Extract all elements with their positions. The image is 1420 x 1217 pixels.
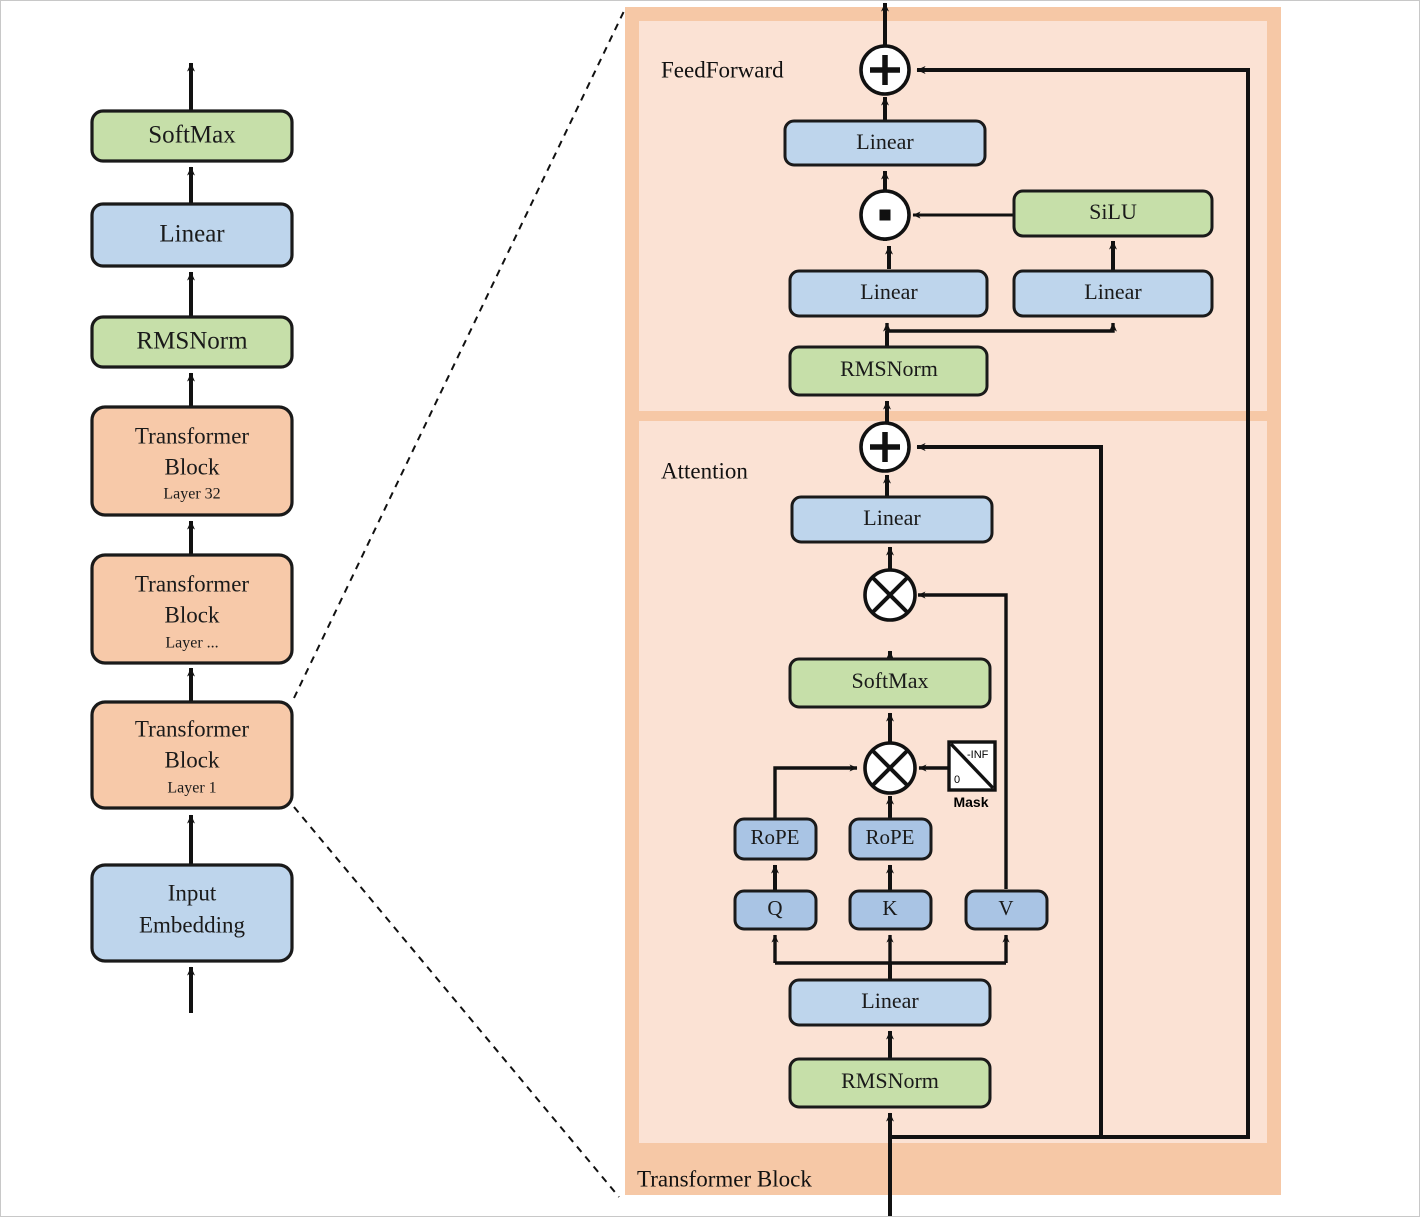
ff-linear-up[interactable]: Linear <box>788 269 989 318</box>
stack-item-linear-label: Linear <box>159 221 225 248</box>
stack-item-block-32-sublabel: Layer 32 <box>163 486 220 503</box>
feedforward-title: FeedForward <box>661 57 784 82</box>
stack-item-linear[interactable]: Linear <box>90 202 294 268</box>
attention-title: Attention <box>661 458 748 483</box>
stack-item-softmax-label: SoftMax <box>148 122 236 149</box>
feedforward-add-node <box>859 44 911 96</box>
attn-linear-qkv-label: Linear <box>861 988 919 1013</box>
attn-softmax-label: SoftMax <box>852 668 929 693</box>
attn-linear-out[interactable]: Linear <box>790 495 994 544</box>
ff-linear-out-label: Linear <box>856 129 914 154</box>
attn-k[interactable]: K <box>848 889 933 931</box>
ff-linear-gate-label: Linear <box>1084 279 1142 304</box>
stack-item-input-label: Input <box>168 880 217 905</box>
mask-upper-value: -INF <box>967 749 989 761</box>
attn-q-label: Q <box>767 896 782 920</box>
stack-item-block-1[interactable]: Transformer Block Layer 1 <box>90 700 294 810</box>
stack-item-block-mid-title: Transformer <box>135 571 249 596</box>
attn-v[interactable]: V <box>964 889 1049 931</box>
attention-matmul-qk-node <box>863 741 917 795</box>
transformer-block-container-label: Transformer Block <box>637 1166 812 1191</box>
attn-rmsnorm-label: RMSNorm <box>841 1068 939 1093</box>
stack-item-block-1-sublabel: Layer 1 <box>167 780 216 797</box>
attn-rope-k[interactable]: RoPE <box>848 817 933 861</box>
attention-add-node <box>859 421 911 473</box>
stack-item-embedding-label: Embedding <box>139 912 246 937</box>
zoom-connector-top <box>293 8 626 699</box>
attn-k-label: K <box>882 896 897 920</box>
stack-item-block-1-title: Transformer <box>135 716 249 741</box>
attention-section: Attention Linear <box>661 66 1250 1216</box>
wire-ropeq-to-qk <box>773 764 858 821</box>
mask-icon: -INF 0 Mask <box>947 740 997 810</box>
attn-linear-out-label: Linear <box>863 505 921 530</box>
attn-rmsnorm[interactable]: RMSNorm <box>788 1057 992 1109</box>
stack-item-rmsnorm-label: RMSNorm <box>136 328 248 355</box>
ff-linear-gate[interactable]: Linear <box>1012 269 1214 318</box>
attn-softmax[interactable]: SoftMax <box>788 657 992 709</box>
stack-item-block-32-title2: Block <box>165 454 220 479</box>
stack-item-rmsnorm[interactable]: RMSNorm <box>90 315 294 369</box>
transformer-block-detail: Transformer Block FeedForward Linear <box>625 2 1281 1216</box>
attn-linear-qkv[interactable]: Linear <box>788 978 992 1027</box>
stack-item-block-mid-title2: Block <box>165 602 220 627</box>
ff-linear-out[interactable]: Linear <box>783 119 987 167</box>
mask-caption: Mask <box>953 794 988 810</box>
attn-rope-k-label: RoPE <box>865 825 914 849</box>
attn-rope-q[interactable]: RoPE <box>733 817 818 861</box>
ff-rmsnorm[interactable]: RMSNorm <box>788 345 989 397</box>
mask-lower-value: 0 <box>954 774 960 786</box>
stack-item-block-32[interactable]: Transformer Block Layer 32 <box>90 405 294 517</box>
attn-q[interactable]: Q <box>733 889 818 931</box>
feedforward-residual-path <box>890 66 1250 1139</box>
stack-item-block-32-title: Transformer <box>135 423 249 448</box>
attn-rope-q-label: RoPE <box>750 825 799 849</box>
stack-item-block-mid[interactable]: Transformer Block Layer ... <box>90 553 294 665</box>
zoom-connector-bottom <box>293 806 620 1198</box>
ff-silu-label: SiLU <box>1089 199 1137 224</box>
stack-item-block-mid-sublabel: Layer ... <box>165 635 218 652</box>
ff-linear-up-label: Linear <box>860 279 918 304</box>
attn-v-label: V <box>998 896 1013 920</box>
attention-matmul-av-node <box>863 568 917 622</box>
ff-silu[interactable]: SiLU <box>1012 189 1214 238</box>
stack-item-input-embedding[interactable]: Input Embedding <box>90 863 294 963</box>
stack-item-block-1-title2: Block <box>165 747 220 772</box>
feedforward-multiply-node <box>859 189 911 241</box>
zoom-connector-lines <box>293 8 626 1198</box>
model-stack: SoftMax Linear RMSNorm Transformer Block… <box>90 62 294 1013</box>
wire-v-to-av <box>917 591 1008 889</box>
stack-item-softmax[interactable]: SoftMax <box>90 109 294 163</box>
wire-ff-norm-to-gate <box>887 322 1117 333</box>
feedforward-section: FeedForward Linear <box>661 2 1214 397</box>
ff-rmsnorm-label: RMSNorm <box>840 356 938 381</box>
